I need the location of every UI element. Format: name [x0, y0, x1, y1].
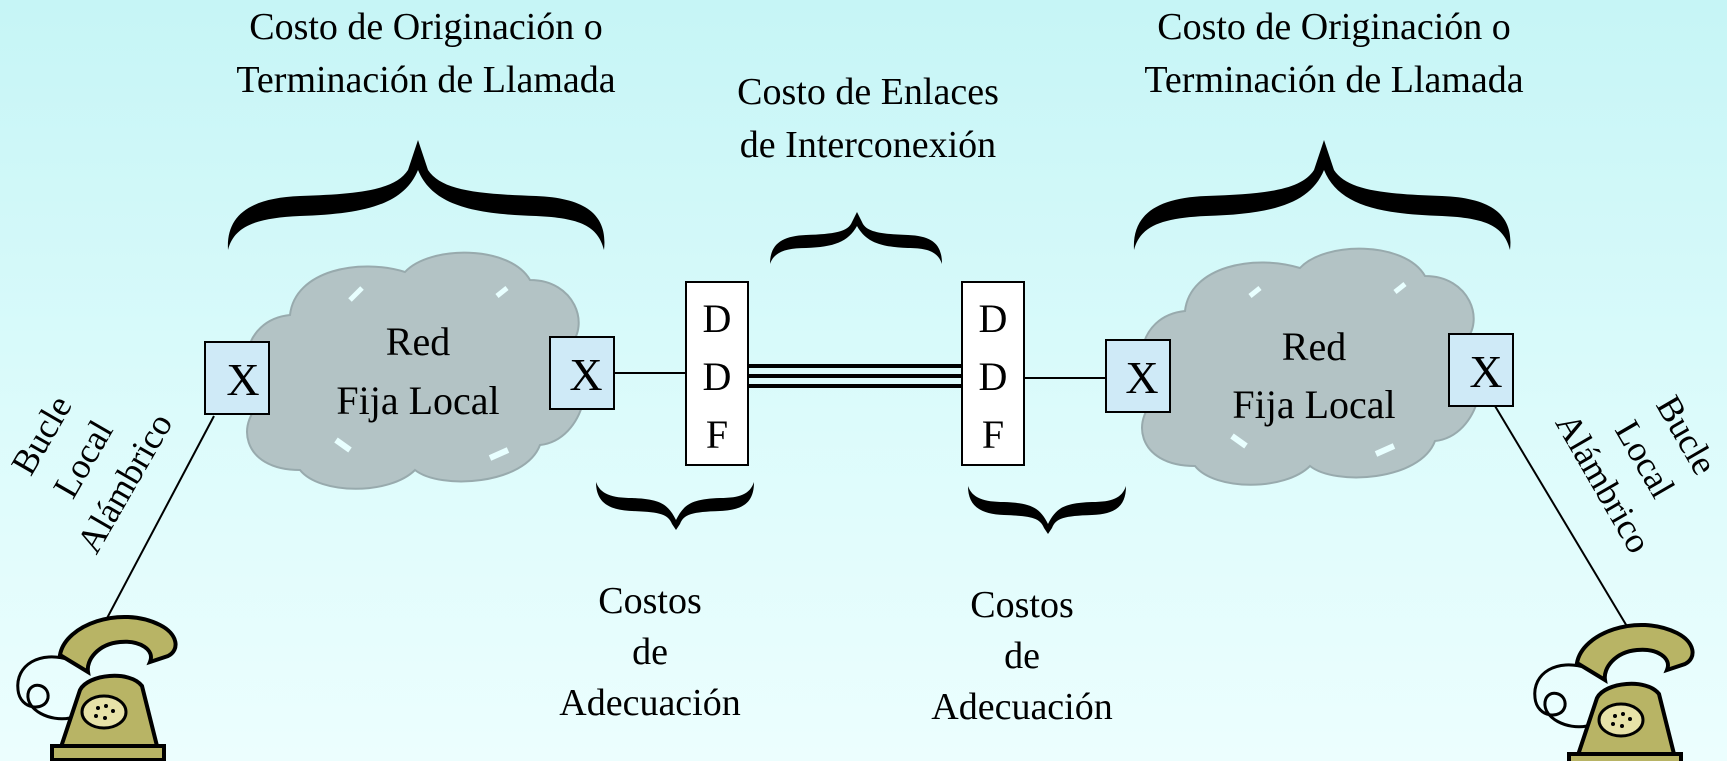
- interconnect-cost-line2: de Interconexión: [740, 124, 996, 166]
- telephone-icon: [16, 615, 178, 761]
- cloud-left-label-line2: Fija Local: [336, 378, 499, 423]
- origin-cost-left-line1: Costo de Originación o: [249, 6, 603, 48]
- cloud-left-label-line1: Red: [386, 319, 450, 364]
- svg-text:X: X: [1125, 352, 1158, 403]
- switch-box-right-inner: X: [1105, 339, 1171, 413]
- cloud-left: [245, 251, 587, 490]
- origin-cost-right-line1: Costo de Originación o: [1157, 6, 1511, 48]
- switch-box-left-outer: X: [204, 341, 270, 415]
- ddf-box-left: D D F: [685, 281, 749, 466]
- adequacy-cost-right-line1: Costos: [970, 584, 1073, 626]
- telephone-right: [1533, 623, 1695, 761]
- svg-text:D: D: [979, 296, 1008, 341]
- loop-label-right: Bucle Local Alámbrico: [1548, 389, 1725, 560]
- cloud-right: [1140, 247, 1482, 486]
- origin-cost-right-line2: Terminación de Llamada: [1144, 59, 1523, 101]
- interconnect-cost-line1: Costo de Enlaces: [737, 71, 999, 113]
- curly-brace-icon: [1133, 140, 1511, 250]
- loop-line-right: [1494, 405, 1629, 629]
- cloud-right-label-line2: Fija Local: [1232, 382, 1395, 427]
- svg-text:D: D: [979, 354, 1008, 399]
- svg-text:F: F: [982, 412, 1004, 457]
- curly-brace-icon: [596, 482, 754, 530]
- curly-brace-icon: [968, 486, 1126, 534]
- ddf-box-right: D D F: [961, 281, 1025, 466]
- switch-box-left-inner: X: [549, 336, 615, 410]
- svg-text:D: D: [703, 354, 732, 399]
- adequacy-cost-left-line2: de: [632, 631, 668, 673]
- interconnection-trunk: [749, 364, 961, 388]
- svg-text:X: X: [569, 349, 602, 400]
- origin-cost-left-line2: Terminación de Llamada: [236, 59, 615, 101]
- adequacy-cost-left-line1: Costos: [598, 580, 701, 622]
- adequacy-cost-right-line2: de: [1004, 635, 1040, 677]
- curly-brace-icon: [227, 140, 605, 250]
- svg-text:X: X: [1469, 346, 1502, 397]
- svg-text:F: F: [706, 412, 728, 457]
- telephone-icon: [1533, 623, 1695, 761]
- svg-text:D: D: [703, 296, 732, 341]
- curly-brace-icon: [770, 212, 942, 264]
- adequacy-cost-left-line3: Adecuación: [559, 682, 740, 724]
- loop-line-left: [104, 415, 215, 623]
- adequacy-cost-right-line3: Adecuación: [931, 686, 1112, 728]
- switch-box-right-outer: X: [1448, 333, 1514, 407]
- svg-text:X: X: [226, 354, 259, 405]
- telephone-left: [16, 615, 178, 761]
- cloud-icon: [245, 251, 587, 490]
- cloud-right-label-line1: Red: [1282, 324, 1346, 369]
